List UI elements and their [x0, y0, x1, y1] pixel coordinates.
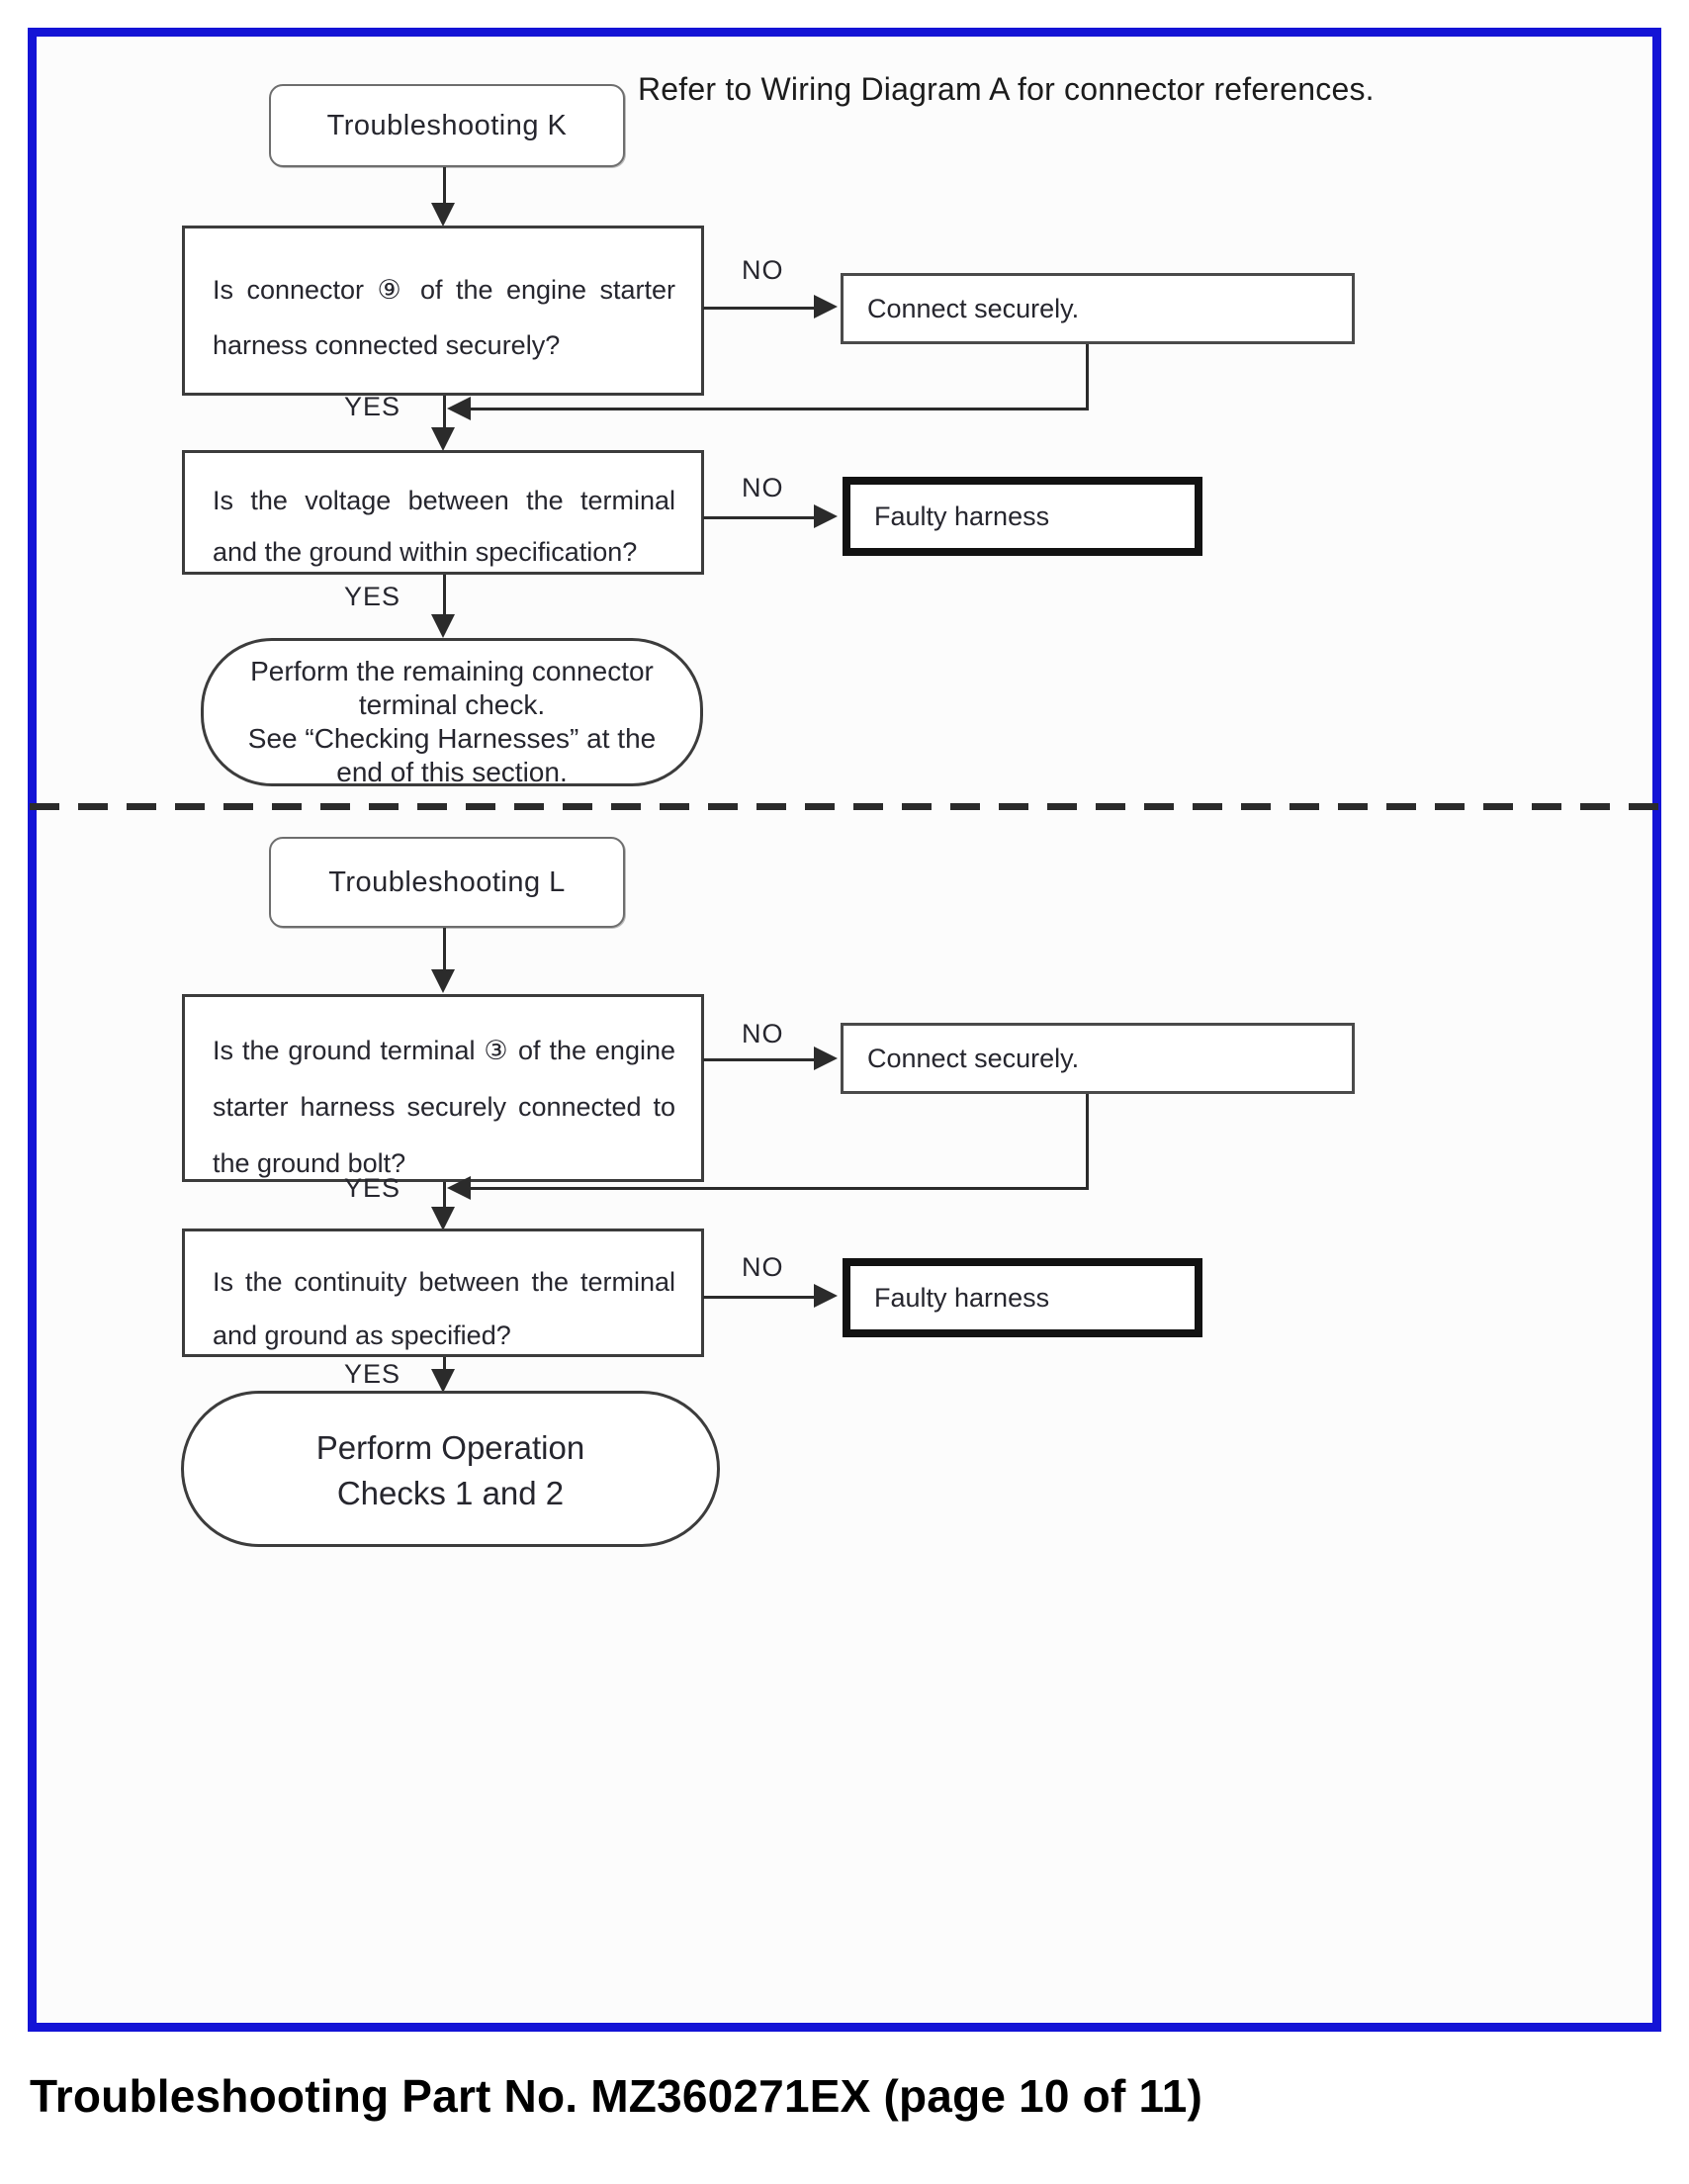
yes-label: YES	[344, 392, 401, 421]
no-label: NO	[742, 255, 784, 285]
yes-label: YES	[344, 1359, 401, 1389]
connector-line	[443, 1357, 446, 1371]
connector-line	[443, 167, 446, 205]
arrow-down-icon	[431, 1369, 455, 1393]
arrow-down-icon	[431, 1207, 455, 1230]
decision-l2: Is the continuity between the terminal a…	[182, 1228, 704, 1357]
connector-line	[703, 307, 814, 310]
decision-k1: Is connector ⑨ of the engine starter har…	[182, 226, 704, 396]
connector-line	[1086, 1094, 1089, 1189]
connector-line	[1086, 344, 1089, 410]
connector-line	[443, 575, 446, 616]
connector-line	[469, 1187, 1089, 1190]
connector-line	[443, 928, 446, 971]
arrow-right-icon	[814, 504, 838, 528]
section-divider	[30, 803, 1659, 810]
terminal-node-k: Perform the remaining connector terminal…	[201, 638, 703, 787]
connector-line	[443, 1182, 446, 1209]
arrow-down-icon	[431, 969, 455, 993]
action-faulty-harness-l-label: Faulty harness	[874, 1282, 1050, 1313]
no-label: NO	[742, 1019, 784, 1048]
action-connect-securely-l-label: Connect securely.	[867, 1043, 1080, 1073]
connector-line	[703, 516, 814, 519]
arrow-right-icon	[814, 295, 838, 318]
arrow-right-icon	[814, 1284, 838, 1308]
action-connect-securely-k: Connect securely.	[841, 273, 1355, 344]
flowchart-k-title-node: Troubleshooting K	[269, 84, 625, 167]
yes-label: YES	[344, 1173, 401, 1203]
arrow-left-icon	[447, 1176, 471, 1200]
connector-line	[703, 1296, 814, 1299]
connector-line	[469, 408, 1089, 410]
arrow-right-icon	[814, 1046, 838, 1070]
yes-label: YES	[344, 582, 401, 611]
decision-k2: Is the voltage between the terminal and …	[182, 450, 704, 575]
action-faulty-harness-l: Faulty harness	[843, 1258, 1202, 1337]
page-footer: Troubleshooting Part No. MZ360271EX (pag…	[30, 2070, 1203, 2122]
arrow-down-icon	[431, 427, 455, 451]
arrow-left-icon	[447, 397, 471, 420]
terminal-node-l: Perform Operation Checks 1 and 2	[181, 1391, 720, 1547]
arrow-down-icon	[431, 614, 455, 638]
connector-line	[443, 396, 446, 429]
flowchart-l-title: Troubleshooting L	[328, 865, 566, 898]
flowchart-l-title-node: Troubleshooting L	[269, 837, 625, 928]
action-connect-securely-l: Connect securely.	[841, 1023, 1355, 1094]
action-connect-securely-k-label: Connect securely.	[867, 293, 1080, 323]
action-faulty-harness-k-label: Faulty harness	[874, 500, 1050, 531]
connector-line	[703, 1058, 814, 1061]
no-label: NO	[742, 1252, 784, 1282]
wiring-diagram-note: Refer to Wiring Diagram A for connector …	[638, 71, 1375, 107]
decision-l1: Is the ground terminal ③ of the engine s…	[182, 994, 704, 1182]
action-faulty-harness-k: Faulty harness	[843, 477, 1202, 556]
arrow-down-icon	[431, 203, 455, 227]
flowchart-k-title: Troubleshooting K	[326, 109, 568, 141]
no-label: NO	[742, 473, 784, 502]
